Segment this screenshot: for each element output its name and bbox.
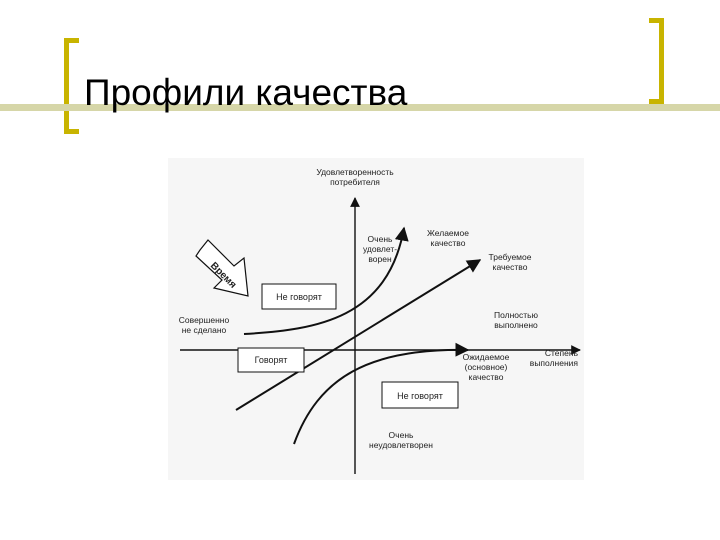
left-bracket-top-tick — [64, 38, 79, 43]
right-bracket-bottom-tick — [649, 99, 664, 104]
x-axis-label-line1: Степень — [545, 348, 579, 358]
very-satisfied-label-line1: Очень — [368, 234, 393, 244]
desired-quality-label-line1: Желаемое — [427, 228, 469, 238]
diagram-svg: Время Удовлетворенность потребителя Степ… — [179, 167, 581, 474]
required-quality-label-line1: Требуемое — [489, 252, 532, 262]
left-told-label: Говорят — [255, 355, 288, 365]
very-satisfied-label-line3: ворен — [368, 254, 392, 264]
desired-quality-curve — [243, 226, 409, 335]
bottom-not-told-box: Не говорят — [381, 381, 459, 409]
left-told-box: Говорят — [237, 347, 305, 373]
desired-quality-label-line2: качество — [431, 238, 466, 248]
bottom-not-told-label: Не говорят — [397, 391, 443, 401]
y-axis-label-line2: потребителя — [330, 177, 380, 187]
left-bracket-bottom-tick — [64, 129, 79, 134]
expected-quality-label-line3: качество — [469, 372, 504, 382]
expected-quality-curve — [293, 342, 470, 445]
time-arrow — [195, 239, 249, 297]
slide-title: Профили качества — [84, 72, 408, 113]
title-underline-bar — [0, 104, 720, 111]
right-bracket-top-tick — [649, 18, 664, 23]
expected-quality-label-line2: (основное) — [465, 362, 508, 372]
left-bracket-decoration — [64, 38, 69, 134]
very-dissatisfied-label-line1: Очень — [389, 430, 414, 440]
top-not-told-label: Не говорят — [276, 292, 322, 302]
fully-done-label-line2: выполнено — [494, 320, 538, 330]
required-quality-label-line2: качество — [493, 262, 528, 272]
very-satisfied-label-line2: удовлет- — [363, 244, 397, 254]
not-done-label-line2: не сделано — [182, 325, 227, 335]
fully-done-label-line1: Полностью — [494, 310, 539, 320]
y-axis-label-line1: Удовлетворенность — [316, 167, 394, 177]
required-quality-line — [235, 259, 482, 411]
not-done-label-line1: Совершенно — [179, 315, 230, 325]
right-bracket-decoration — [659, 18, 664, 104]
expected-quality-label-line1: Ожидаемое — [463, 352, 510, 362]
x-axis-label-line2: выполнения — [530, 358, 579, 368]
very-dissatisfied-label-line2: неудовлетворен — [369, 440, 433, 450]
quality-profiles-diagram: Время Удовлетворенность потребителя Степ… — [168, 158, 584, 480]
top-not-told-box: Не говорят — [261, 283, 337, 310]
